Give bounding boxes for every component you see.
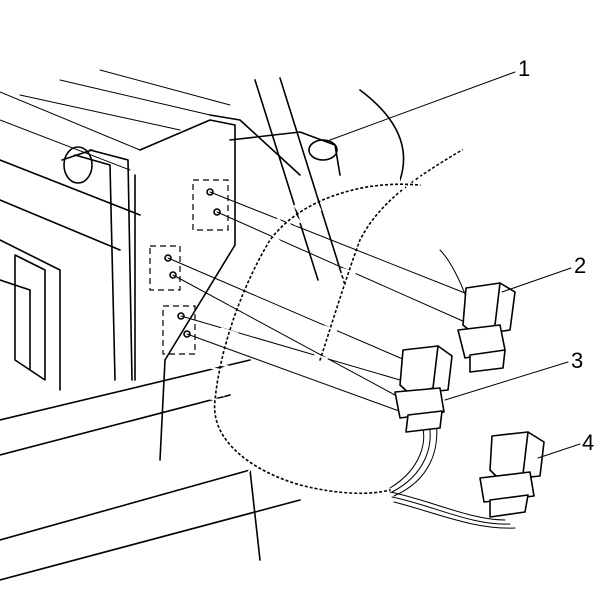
body-panel-lines: [0, 69, 405, 581]
connector-3: [394, 345, 453, 433]
leader-lines: [329, 71, 581, 459]
callout-3: 3: [571, 348, 584, 373]
callout-1: 1: [518, 56, 531, 81]
coolant-pipe: [61, 146, 133, 381]
wiring-harness: [205, 143, 466, 503]
mount-outlines: [149, 179, 229, 355]
connector-4: [479, 431, 545, 518]
callout-2: 2: [574, 253, 587, 278]
connector-2: [457, 282, 516, 373]
callout-4: 4: [582, 430, 595, 455]
body-pillar: [229, 77, 346, 286]
